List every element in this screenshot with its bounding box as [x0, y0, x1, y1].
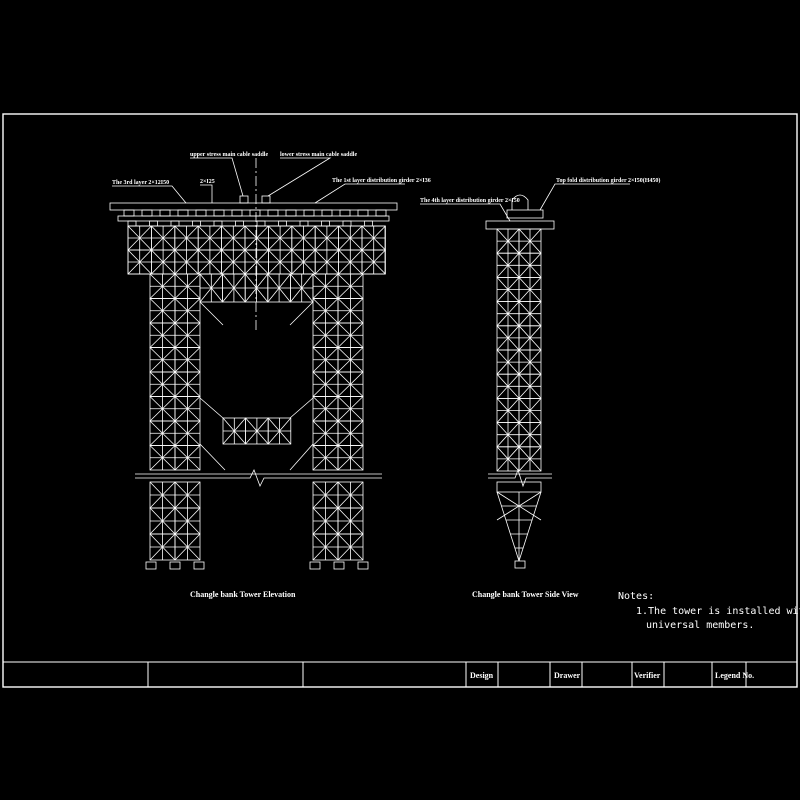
notes-title: Notes: — [618, 591, 654, 602]
girder-block — [149, 220, 158, 227]
girder-block — [256, 220, 266, 227]
girder-block — [342, 220, 352, 227]
girder-block — [321, 209, 333, 217]
label-first-layer: The 1st layer distribution girder 2×I36 — [332, 178, 431, 184]
girder-block — [123, 209, 135, 217]
girder-block — [127, 220, 137, 227]
girder-block — [299, 220, 309, 227]
footing — [145, 561, 157, 570]
girder-block — [177, 209, 189, 217]
girder-block — [375, 209, 387, 217]
side-saddle — [511, 194, 529, 210]
girder-block — [195, 209, 207, 217]
side-column-lattice — [496, 228, 542, 472]
girder-block — [364, 220, 373, 227]
side-top-girder — [506, 209, 544, 219]
leader-3 — [190, 157, 244, 197]
drawing-border — [2, 113, 798, 688]
side-break-line — [488, 468, 552, 488]
girder-blocks — [123, 209, 387, 227]
saddle-left — [239, 195, 249, 204]
leader-2 — [200, 184, 213, 203]
taper-brace — [496, 491, 542, 521]
knee-brace — [199, 397, 224, 419]
footing — [193, 561, 205, 570]
girder-block — [249, 209, 261, 217]
leader-1 — [112, 185, 187, 204]
footings — [145, 561, 369, 570]
cap-lattice — [127, 225, 386, 275]
side-footing — [514, 560, 526, 569]
mid-lattice — [199, 273, 314, 471]
label-third-layer: The 3rd layer 2×12I50 — [112, 180, 169, 186]
side-taper — [496, 481, 542, 562]
girder-block — [357, 209, 369, 217]
tower-side-view — [420, 183, 630, 569]
caption-elevation: Changle bank Tower Elevation — [190, 590, 296, 599]
knee-brace — [289, 397, 314, 419]
knee-brace — [199, 301, 224, 326]
girder-block — [213, 220, 223, 227]
lower-columns — [149, 481, 364, 561]
right-column-lattice — [312, 273, 364, 471]
girder-block — [303, 209, 315, 217]
second-girder — [117, 215, 390, 222]
leader-4 — [267, 157, 332, 197]
taper-top — [496, 481, 542, 493]
girder-block — [339, 209, 351, 217]
girder-block — [267, 209, 279, 217]
girder-block — [192, 220, 201, 227]
footing — [169, 561, 181, 570]
label-top-fold: Top fold distribution girder 2×I50(H450) — [556, 177, 660, 184]
footing — [309, 561, 321, 570]
taper-edge — [496, 491, 520, 562]
knee-brace — [289, 301, 314, 326]
top-girder — [109, 202, 398, 211]
left-column-lattice — [149, 273, 201, 471]
label-fourth-layer: The 4th layer distribution girder 2×I50 — [420, 198, 520, 204]
notes-line-2: universal members. — [646, 620, 754, 631]
girder-block — [159, 209, 171, 217]
label-i25: 2×I25 — [200, 179, 215, 185]
tower-elevation — [109, 157, 405, 570]
label-upper-saddle: upper stress main cable saddle — [190, 152, 268, 158]
side-leader-1 — [420, 203, 511, 222]
girder-block — [231, 209, 243, 217]
saddle-right — [261, 195, 271, 204]
footing — [333, 561, 345, 570]
girder-block — [235, 220, 244, 227]
taper-edge — [518, 491, 542, 562]
side-leader-2 — [539, 183, 630, 211]
footing — [357, 561, 369, 570]
caption-side-view: Changle bank Tower Side View — [472, 590, 579, 599]
title-block — [3, 661, 797, 687]
knee-brace — [199, 443, 226, 471]
notes-line-1: 1.The tower is installed with — [636, 606, 800, 617]
leader-5 — [314, 183, 405, 204]
tb-drawer: Drawer — [554, 671, 581, 680]
label-lower-saddle: lower stress main cable saddle — [280, 152, 357, 158]
break-line — [135, 469, 382, 487]
girder-block — [213, 209, 225, 217]
girder-block — [278, 220, 287, 227]
girder-block — [285, 209, 297, 217]
tb-legend: Legend No. — [715, 671, 754, 680]
side-second-girder — [485, 220, 555, 230]
knee-brace — [289, 443, 314, 471]
tb-verifier: Verifier — [634, 671, 661, 680]
tb-design: Design — [470, 671, 494, 680]
girder-block — [141, 209, 153, 217]
girder-block — [321, 220, 330, 227]
girder-block — [170, 220, 180, 227]
